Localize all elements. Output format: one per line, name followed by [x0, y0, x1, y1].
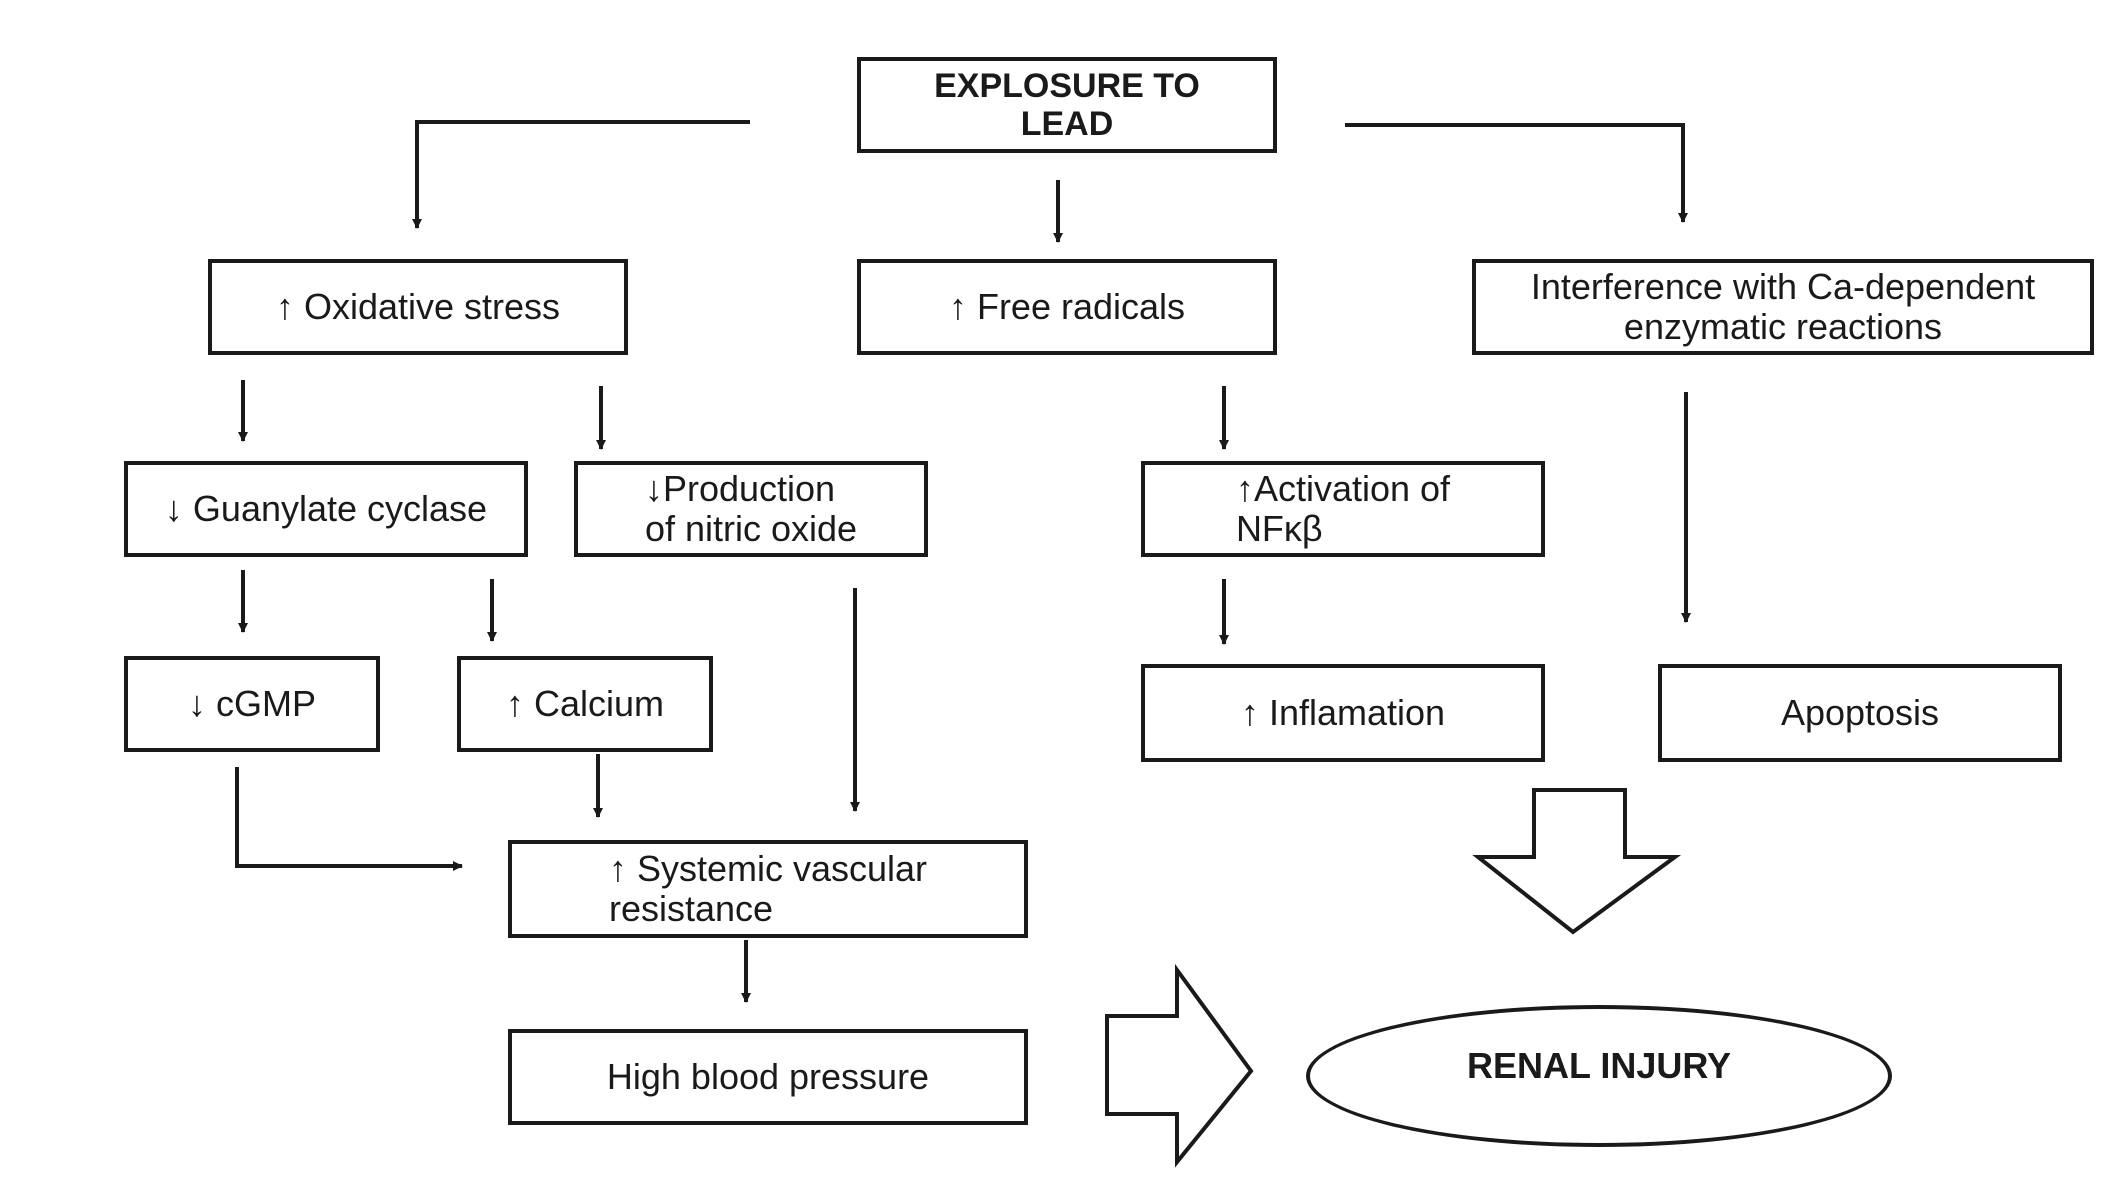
node-cgmp-label: ↓ cGMP	[187, 683, 316, 724]
node-systemic-vascular-resistance-label: ↑ Systemic vascular resistance	[608, 848, 928, 929]
node-interference: Interference with Ca-dependent enzymatic…	[1472, 259, 2094, 355]
node-inflammation: ↑ Inflamation	[1141, 664, 1545, 762]
node-apoptosis: Apoptosis	[1658, 664, 2062, 762]
node-calcium: ↑ Calcium	[457, 656, 713, 752]
node-apoptosis-label: Apoptosis	[1780, 692, 1940, 733]
node-guanylate-cyclase: ↓ Guanylate cyclase	[124, 461, 528, 557]
arrow-lead-to-oxidative	[412, 120, 750, 229]
node-oxidative-stress-label: ↑ Oxidative stress	[275, 286, 561, 327]
node-nitric-oxide-label: ↓Production of nitric oxide	[644, 468, 858, 549]
node-renal-injury-label: RENAL INJURY	[1466, 1045, 1732, 1086]
node-calcium-label: ↑ Calcium	[505, 683, 665, 724]
node-guanylate-cyclase-label: ↓ Guanylate cyclase	[164, 488, 488, 529]
node-oxidative-stress: ↑ Oxidative stress	[208, 259, 628, 355]
node-renal-injury: RENAL INJURY	[1306, 1005, 1892, 1147]
node-high-blood-pressure: High blood pressure	[508, 1029, 1028, 1125]
node-free-radicals: ↑ Free radicals	[857, 259, 1277, 355]
node-free-radicals-label: ↑ Free radicals	[948, 286, 1186, 327]
node-cgmp: ↓ cGMP	[124, 656, 380, 752]
node-systemic-vascular-resistance: ↑ Systemic vascular resistance	[508, 840, 1028, 938]
block-arrow-right	[1105, 963, 1254, 1168]
arrow-cgmp-to-svr	[235, 767, 463, 871]
node-interference-label: Interference with Ca-dependent enzymatic…	[1530, 266, 2036, 347]
node-nitric-oxide: ↓Production of nitric oxide	[574, 461, 928, 557]
node-inflammation-label: ↑ Inflamation	[1240, 692, 1446, 733]
arrow-lead-to-interference	[1345, 123, 1688, 223]
node-exposure-to-lead-label: EXPLOSURE TO LEAD	[934, 67, 1200, 143]
node-nfkb-activation: ↑Activation of NFκβ	[1141, 461, 1545, 557]
block-arrow-down	[1472, 788, 1682, 935]
node-nfkb-activation-label: ↑Activation of NFκβ	[1235, 468, 1451, 549]
node-exposure-to-lead: EXPLOSURE TO LEAD	[857, 57, 1277, 153]
node-high-blood-pressure-label: High blood pressure	[606, 1056, 930, 1097]
